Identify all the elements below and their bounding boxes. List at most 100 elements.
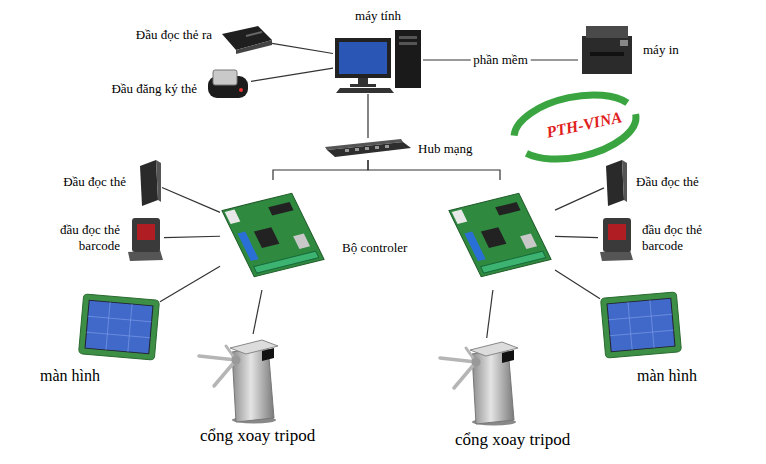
pc-drive xyxy=(399,42,417,45)
barcode-reader: đầu đọc thẻ barcode xyxy=(126,214,164,262)
connector-line xyxy=(555,270,600,299)
hub-port xyxy=(345,149,349,152)
device-label: Đầu đọc thẻ xyxy=(636,174,699,190)
pc-drive xyxy=(399,36,417,39)
turnstile-arm xyxy=(440,358,476,362)
turnstile-pillar xyxy=(472,348,514,424)
device-label: Đầu đọc thẻ ra xyxy=(136,27,212,43)
terminal-block xyxy=(254,251,319,273)
screen-frame xyxy=(601,292,682,358)
display-screen: màn hình xyxy=(600,290,682,360)
printer: máy in xyxy=(578,24,636,76)
display-screen-icon xyxy=(601,292,682,358)
pc-tower xyxy=(395,30,421,88)
turnstile-display xyxy=(502,350,514,363)
display-screen: màn hình xyxy=(78,292,160,360)
keyboard xyxy=(336,88,394,93)
hub-port xyxy=(365,147,369,150)
printer-slot xyxy=(590,52,624,56)
connector-line xyxy=(251,68,333,81)
hub-port xyxy=(355,148,359,151)
card-reader-out-icon xyxy=(222,26,272,54)
terminal-block xyxy=(481,251,546,273)
device-label: máy tính xyxy=(355,8,401,24)
logo-text: PTH-VINA xyxy=(545,108,624,142)
reader-front xyxy=(606,160,624,206)
display-screen-icon xyxy=(79,294,160,360)
turnstile-arm xyxy=(199,356,236,360)
device-label: Bộ controler xyxy=(342,240,407,256)
hub-port xyxy=(385,145,389,148)
connector xyxy=(225,210,241,224)
tripod-turnstile-icon xyxy=(440,342,518,426)
card-register-icon xyxy=(208,70,248,98)
connector-line xyxy=(164,236,220,237)
reader-front xyxy=(140,160,158,206)
relay xyxy=(520,233,537,249)
connector xyxy=(452,210,468,224)
screen-panel xyxy=(85,300,153,353)
card-reader: Đầu đọc thẻ xyxy=(136,158,162,206)
device-label: màn hình xyxy=(40,366,100,385)
device-label: cổng xoay tripod xyxy=(200,426,315,446)
board xyxy=(449,193,551,277)
turnstile-pillar xyxy=(232,346,274,422)
device-label: Hub mạng xyxy=(418,141,473,157)
device-label: Đầu đăng ký thẻ xyxy=(111,81,197,97)
hub-port xyxy=(375,146,379,149)
connector-line xyxy=(555,236,598,237)
connector-line xyxy=(555,188,604,210)
device-label: cổng xoay tripod xyxy=(455,430,570,450)
scanner-window xyxy=(137,224,155,240)
turnstile-arm xyxy=(214,360,236,386)
screen-grid xyxy=(85,300,153,353)
connector-line xyxy=(160,266,220,301)
reader-side xyxy=(622,160,627,202)
chip xyxy=(495,202,520,216)
reader-edge xyxy=(236,40,272,54)
register-light xyxy=(239,88,243,92)
device-label: màn hình xyxy=(637,366,697,385)
chip xyxy=(268,202,293,216)
screen-grid xyxy=(607,298,675,351)
monitor-screen xyxy=(339,42,387,74)
reader-slot xyxy=(246,32,262,36)
controller-board-icon xyxy=(222,193,324,277)
printer-panel xyxy=(620,40,628,46)
connector-line xyxy=(368,160,500,180)
barcode-reader-icon xyxy=(128,218,163,261)
hub-front xyxy=(327,142,411,157)
computer-icon xyxy=(335,30,421,93)
connector-line xyxy=(487,290,493,338)
monitor-frame xyxy=(335,38,391,78)
tripod-turnstile-icon xyxy=(199,340,278,424)
connector-line xyxy=(273,160,368,180)
connector-line xyxy=(162,188,220,213)
device-label: đầu đọc thẻ barcode xyxy=(46,222,120,253)
connector-label: phần mềm xyxy=(470,52,531,68)
terminal-block xyxy=(464,232,485,262)
controller-board-icon xyxy=(449,193,551,277)
printer-top xyxy=(586,26,628,38)
computer: máy tính xyxy=(333,28,423,94)
scanner-head xyxy=(132,218,160,252)
card-reader-out: Đầu đọc thẻ ra xyxy=(220,24,272,54)
card-reader-icon xyxy=(140,160,161,206)
chip xyxy=(254,227,280,248)
printer-body xyxy=(582,36,632,74)
card-register: Đầu đăng ký thẻ xyxy=(205,68,251,102)
tripod-turnstile: cổng xoay tripod xyxy=(195,334,293,424)
network-hub-icon xyxy=(325,139,411,157)
device-label: Đầu đọc thẻ xyxy=(63,174,126,190)
turnstile-hub xyxy=(232,356,241,365)
controller-board: Bộ controler xyxy=(220,180,326,290)
connector-line xyxy=(272,43,333,53)
screen-panel xyxy=(607,298,675,351)
tripod-turnstile: cổng xoay tripod xyxy=(435,338,527,426)
printer-icon xyxy=(582,26,632,74)
turnstile-display xyxy=(262,348,274,361)
network-hub: Hub mạng xyxy=(325,138,411,160)
screen-frame xyxy=(79,294,160,360)
